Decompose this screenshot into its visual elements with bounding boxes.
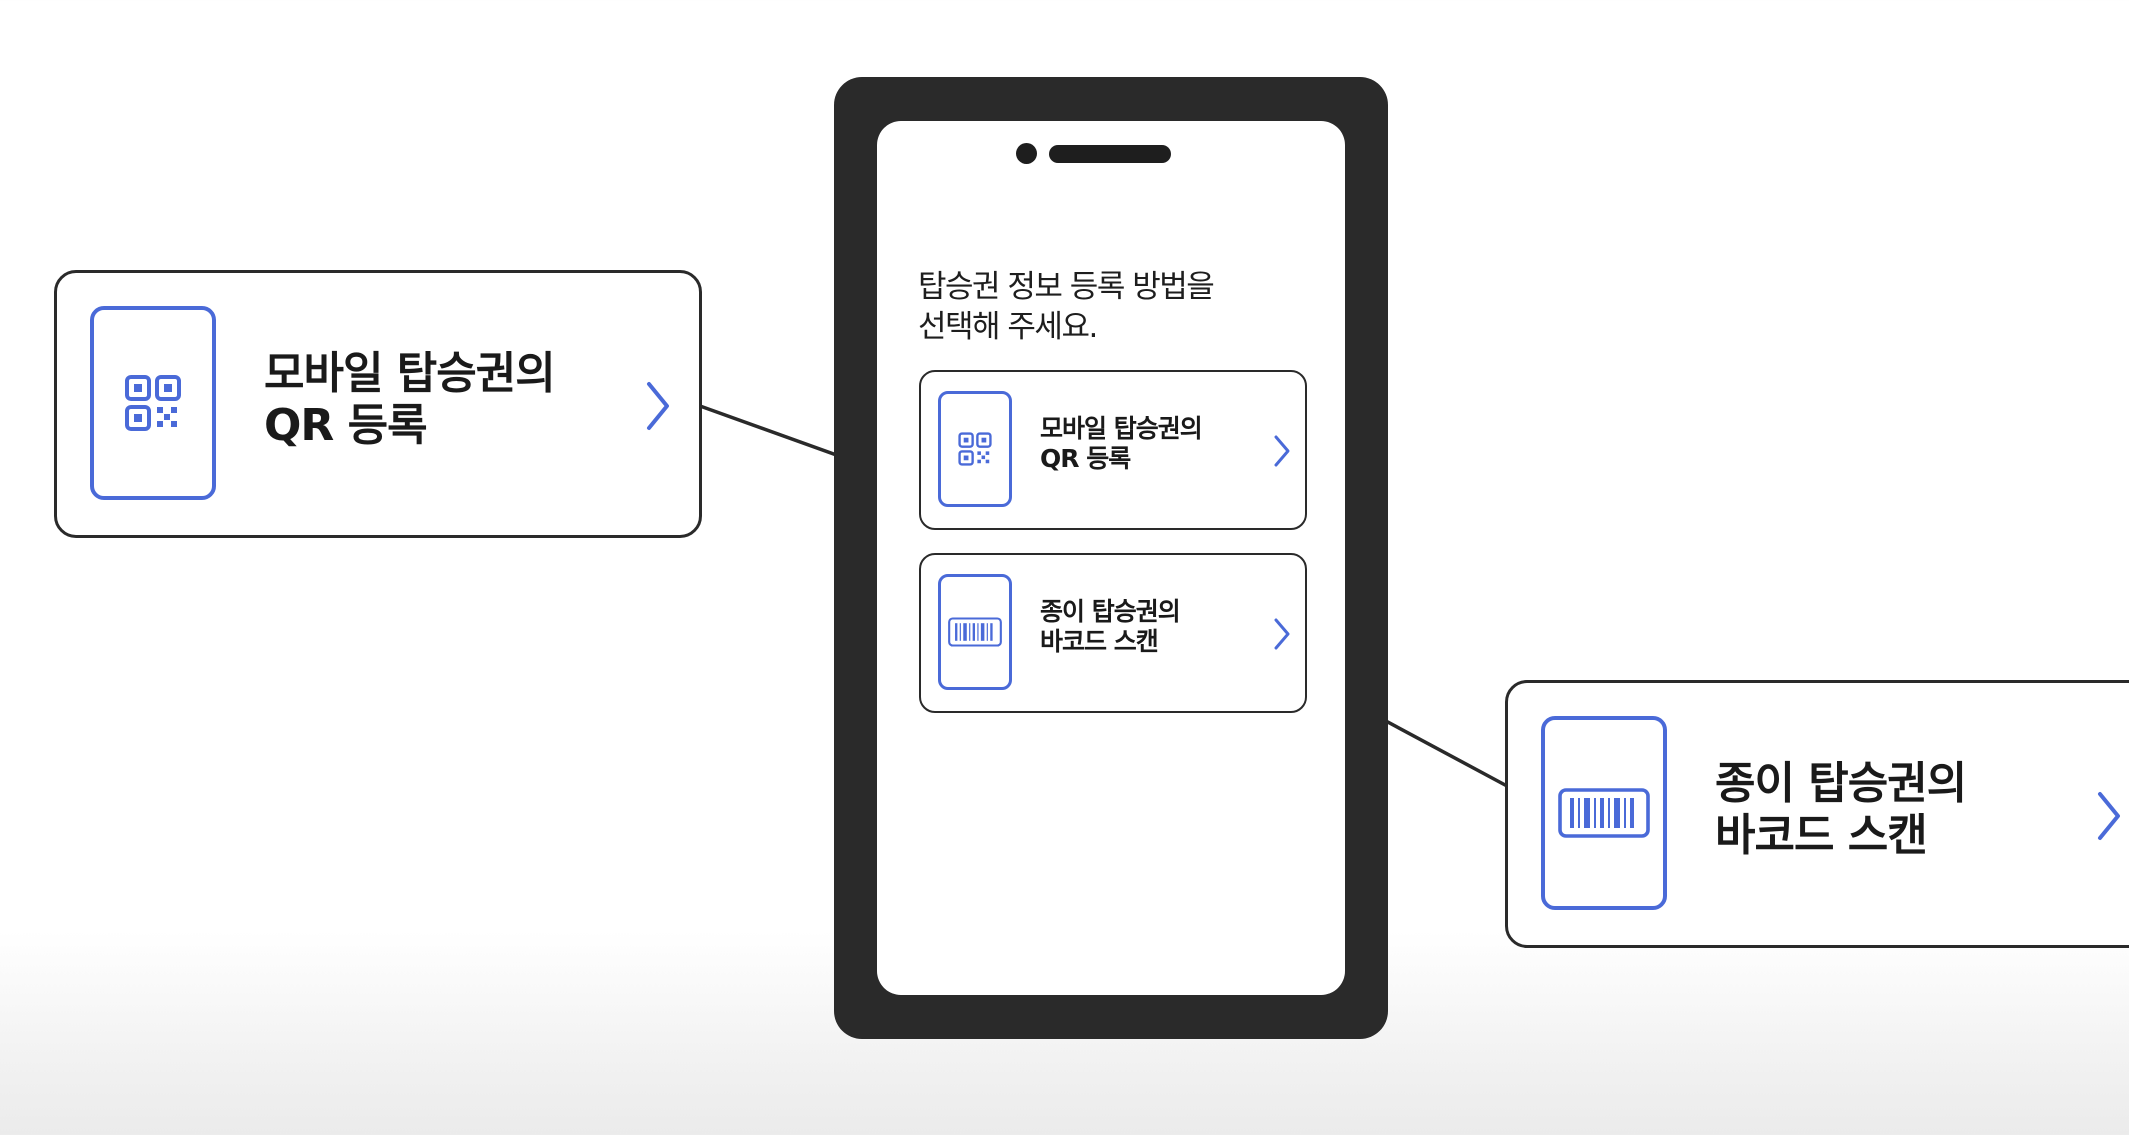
callout-qr-card[interactable]: 모바일 탑승권의 QR 등록 xyxy=(54,270,702,538)
chevron-right-icon xyxy=(1273,434,1291,468)
option-qr-register[interactable]: 모바일 탑승권의 QR 등록 xyxy=(919,370,1307,530)
qr-tile xyxy=(90,306,216,500)
phone-screen: 탑승권 정보 등록 방법을 선택해 주세요. 모바일 탑승권의 QR 등록 xyxy=(877,121,1345,995)
barcode-tile xyxy=(938,574,1012,690)
speaker-slot xyxy=(1049,145,1171,163)
callout-barcode-label: 종이 탑승권의 바코드 스캔 xyxy=(1715,758,1967,861)
chevron-right-icon xyxy=(2096,790,2122,842)
phone-device: 탑승권 정보 등록 방법을 선택해 주세요. 모바일 탑승권의 QR 등록 xyxy=(834,77,1388,1039)
qr-code-icon xyxy=(125,375,181,431)
chevron-right-icon xyxy=(645,380,671,432)
barcode-tile xyxy=(1541,716,1667,910)
screen-title: 탑승권 정보 등록 방법을 선택해 주세요. xyxy=(918,269,1215,345)
option-barcode-label: 종이 탑승권의 바코드 스캔 xyxy=(1040,597,1181,656)
qr-tile xyxy=(938,391,1012,507)
barcode-icon xyxy=(1558,788,1650,838)
chevron-right-icon xyxy=(1273,617,1291,651)
front-camera xyxy=(1016,143,1037,164)
option-barcode-scan[interactable]: 종이 탑승권의 바코드 스캔 xyxy=(919,553,1307,713)
barcode-icon xyxy=(948,617,1002,647)
option-qr-label: 모바일 탑승권의 QR 등록 xyxy=(1040,414,1203,473)
callout-qr-label: 모바일 탑승권의 QR 등록 xyxy=(264,348,556,451)
callout-barcode-card[interactable]: 종이 탑승권의 바코드 스캔 xyxy=(1505,680,2129,948)
qr-code-icon xyxy=(958,432,992,466)
